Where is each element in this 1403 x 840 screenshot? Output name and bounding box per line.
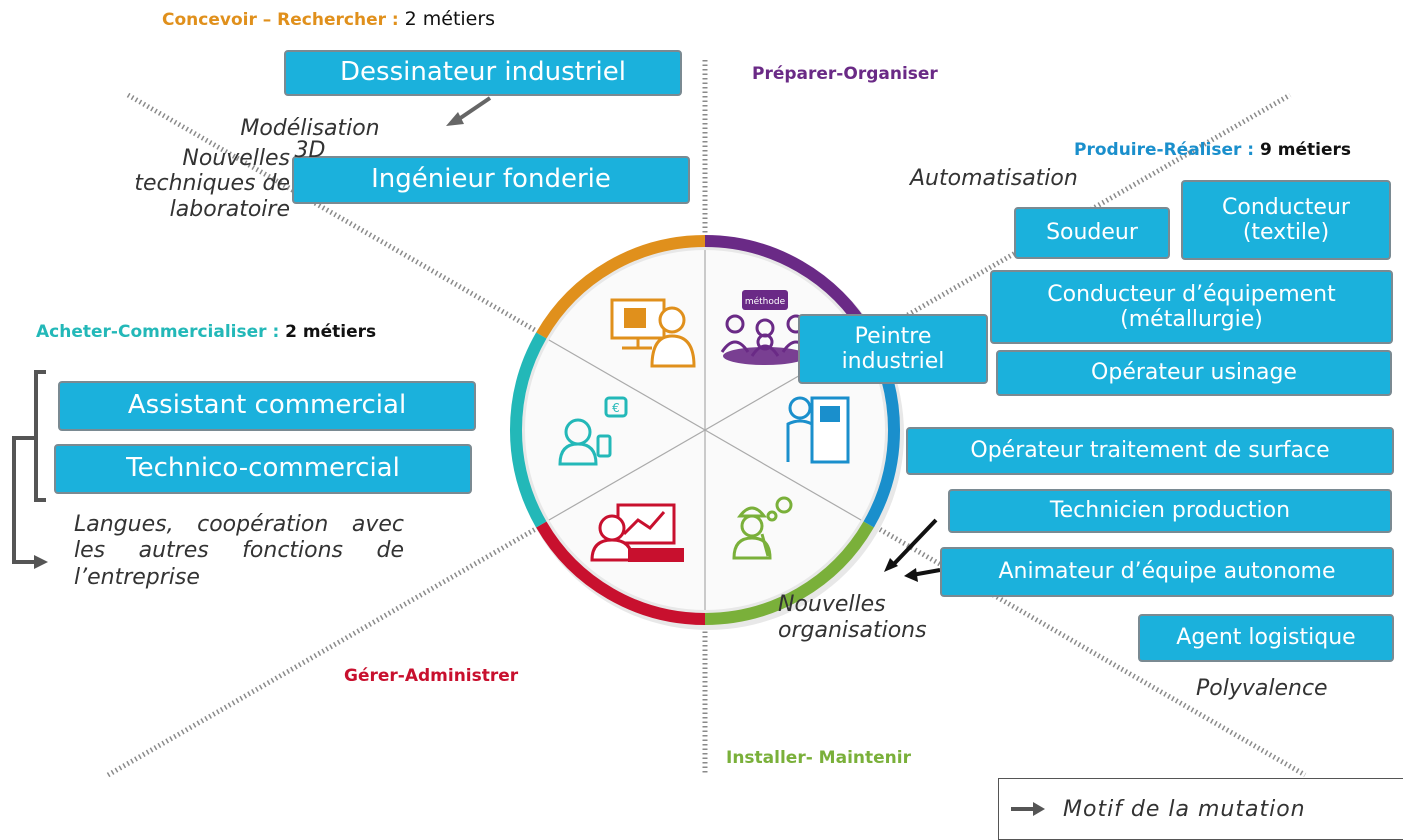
euro-symbol: € xyxy=(612,401,620,415)
job-assistant-commercial: Assistant commercial xyxy=(58,381,476,431)
wheel-arc-gerer xyxy=(536,521,706,625)
job-conducteur-textile: Conducteur (textile) xyxy=(1181,180,1391,260)
job-technico-commercial: Technico-commercial xyxy=(54,444,472,494)
note-langues: Langues, coopération avec les autres fon… xyxy=(74,512,404,590)
wheel-arc-installer xyxy=(704,521,874,625)
bracket-arrow-line xyxy=(12,436,36,564)
bracket-arrow-head xyxy=(34,555,48,569)
mutation-arrow-dessinateur xyxy=(454,96,492,123)
job-operateur-usinage: Opérateur usinage xyxy=(996,350,1392,396)
domain-header-gerer: Gérer-Administrer xyxy=(344,666,519,686)
legend-label: Motif de la mutation xyxy=(1063,796,1306,822)
legend: Motif de la mutation xyxy=(998,778,1403,840)
maintenance-worker-icon xyxy=(732,496,793,560)
sales-person-icon: € xyxy=(558,396,628,466)
job-soudeur: Soudeur xyxy=(1014,207,1170,259)
manager-chart-icon xyxy=(590,503,684,562)
wheel-arc-concevoir xyxy=(536,235,706,339)
job-dessinateur-industriel: Dessinateur industriel xyxy=(284,50,682,96)
job-peintre-industriel: Peintre industriel xyxy=(798,314,988,384)
note-automatisation: Automatisation xyxy=(910,166,1078,191)
bracket-commercial xyxy=(34,370,46,502)
legend-arrow-icon xyxy=(1011,802,1045,816)
mutation-arrow-head xyxy=(446,112,464,126)
job-technicien-production: Technicien production xyxy=(948,489,1392,533)
job-animateur-equipe: Animateur d’équipe autonome xyxy=(940,547,1394,597)
domain-header-concevoir: Concevoir – Rechercher : 2 métiers xyxy=(162,8,495,30)
designer-computer-icon xyxy=(610,298,696,368)
job-agent-logistique: Agent logistique xyxy=(1138,614,1394,662)
mutation-arrow-technicien xyxy=(890,518,938,568)
job-conducteur-equipement: Conducteur d’équipement (métallurgie) xyxy=(990,270,1393,344)
domain-count: 9 métiers xyxy=(1260,140,1351,160)
domain-header-produire: Produire-Réaliser : 9 métiers xyxy=(1074,140,1351,160)
domain-count: 2 métiers xyxy=(404,8,496,30)
mutation-arrow-head xyxy=(884,558,898,572)
mutation-arrow-head xyxy=(904,568,918,582)
domain-header-preparer: Préparer-Organiser xyxy=(752,64,938,84)
domain-label: Produire-Réaliser : xyxy=(1074,140,1255,160)
methode-team-icon: méthode xyxy=(720,290,811,365)
note-organisations: Nouvelles organisations xyxy=(778,592,927,644)
domain-label: Acheter-Commercialiser : xyxy=(36,322,280,342)
methode-bubble-text: méthode xyxy=(745,296,786,307)
job-operateur-surface: Opérateur traitement de surface xyxy=(906,427,1394,475)
domain-label: Concevoir – Rechercher : xyxy=(162,10,399,30)
note-polyvalence: Polyvalence xyxy=(1196,676,1328,701)
note-modelisation: Modélisation 3D xyxy=(240,116,380,163)
wheel-arc-acheter xyxy=(509,332,547,528)
domain-header-acheter: Acheter-Commercialiser : 2 métiers xyxy=(36,322,376,342)
note-labo: Nouvelles techniques de laboratoire xyxy=(134,146,290,222)
domain-header-installer: Installer- Maintenir xyxy=(726,748,911,768)
domain-count: 2 métiers xyxy=(285,322,377,342)
job-ingenieur-fonderie: Ingénieur fonderie xyxy=(292,156,690,204)
machine-operator-icon xyxy=(786,396,850,464)
